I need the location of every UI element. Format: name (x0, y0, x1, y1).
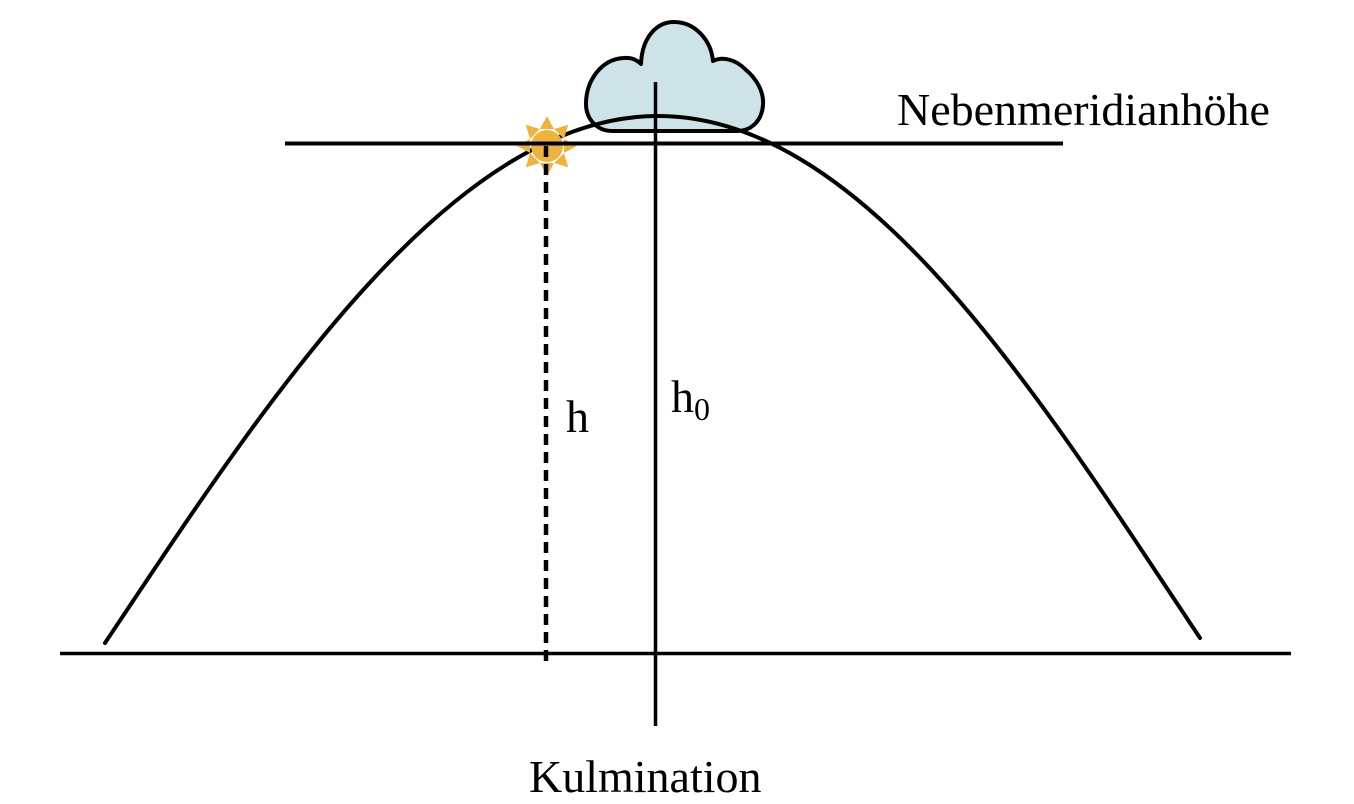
sun-ray (564, 139, 577, 153)
sun-ray (517, 139, 530, 153)
label-h0: h0 (671, 371, 710, 427)
label-h0-base: h (671, 371, 694, 422)
sun-ray (540, 116, 554, 129)
sun-ray (525, 124, 540, 139)
sun-rays (517, 116, 577, 176)
sun-path-arc (103, 113, 1202, 645)
sun-ray (525, 153, 540, 168)
sun-ray (554, 124, 569, 139)
sun-ray (554, 153, 569, 168)
label-nebenmeridianhoehe: Nebenmeridianhöhe (897, 84, 1270, 135)
label-h: h (566, 391, 589, 442)
cloud-icon (584, 20, 766, 133)
label-h0-subscript: 0 (694, 391, 710, 427)
label-kulmination: Kulmination (529, 751, 762, 802)
